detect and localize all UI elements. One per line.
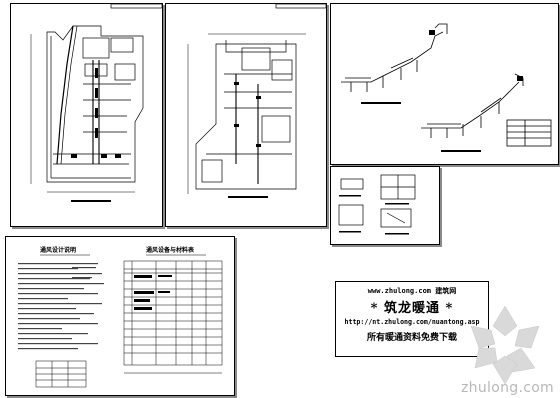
notes-and-table-sheet: 通风设计说明 通风设备与材料表 xyxy=(5,236,235,396)
watermark-text: zhulong.com xyxy=(461,380,554,396)
floor-plan-drawing-2 xyxy=(187,4,326,198)
floor-plan-drawing-1 xyxy=(30,4,162,202)
design-notes-title: 通风设计说明 xyxy=(40,247,77,254)
zhulong-stamp: www.zhulong.com 建筑网 * 筑龙暖通 * http://nt.z… xyxy=(335,281,489,357)
notes-and-table-drawing xyxy=(18,254,223,388)
detail-drawing xyxy=(338,174,416,235)
equipment-table-title: 通风设备与材料表 xyxy=(146,247,195,254)
stamp-tagline: 所有暖通资料免费下载 xyxy=(366,333,457,343)
stamp-website: www.zhulong.com 建筑网 xyxy=(367,287,457,295)
duct-system-sheet xyxy=(330,3,559,165)
stamp-brand: * 筑龙暖通 * xyxy=(370,301,454,316)
detail-sheet xyxy=(330,166,440,245)
stamp-url: http://nt.zhulong.com/nuantong.asp xyxy=(344,318,480,326)
floor-plan-sheet-2 xyxy=(165,3,327,227)
floor-plan-sheet-1 xyxy=(10,3,163,227)
zhulong-logo-icon xyxy=(470,305,540,385)
duct-system-drawing xyxy=(341,23,552,152)
